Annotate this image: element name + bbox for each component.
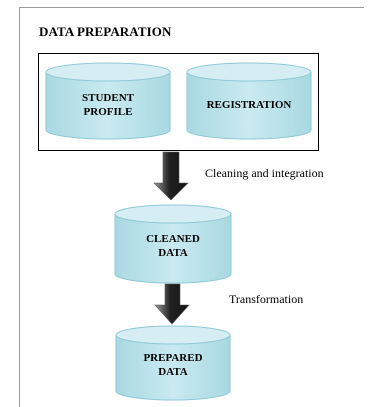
registration-label: REGISTRATION (187, 98, 311, 112)
student-profile-cylinder (45, 62, 171, 140)
student-profile-label: STUDENT PROFILE (46, 91, 170, 119)
registration-label-line1: REGISTRATION (206, 99, 292, 111)
student-profile-label-line1: STUDENT (82, 92, 134, 104)
prepared-data-label-line2: DATA (158, 366, 188, 378)
cleaning-edge-label: Cleaning and integration (205, 166, 324, 180)
transformation-edge-label: Transformation (229, 292, 304, 306)
prepared-data-label: PREPARED DATA (116, 351, 230, 379)
prepared-data-cylinder (115, 325, 231, 401)
cleaned-data-label-line2: DATA (158, 247, 188, 259)
cleaned-data-label-line1: CLEANED (146, 233, 200, 245)
cleaned-data-cylinder (114, 204, 232, 284)
transformation-arrow (154, 283, 190, 325)
student-profile-label-line2: PROFILE (83, 106, 133, 118)
prepared-data-label-line1: PREPARED (143, 352, 203, 364)
cleaned-data-label: CLEANED DATA (115, 232, 231, 260)
cleaning-arrow (153, 151, 189, 201)
figure-frame (19, 7, 364, 407)
registration-cylinder (186, 62, 312, 140)
diagram-title: DATA PREPARATION (39, 24, 172, 39)
